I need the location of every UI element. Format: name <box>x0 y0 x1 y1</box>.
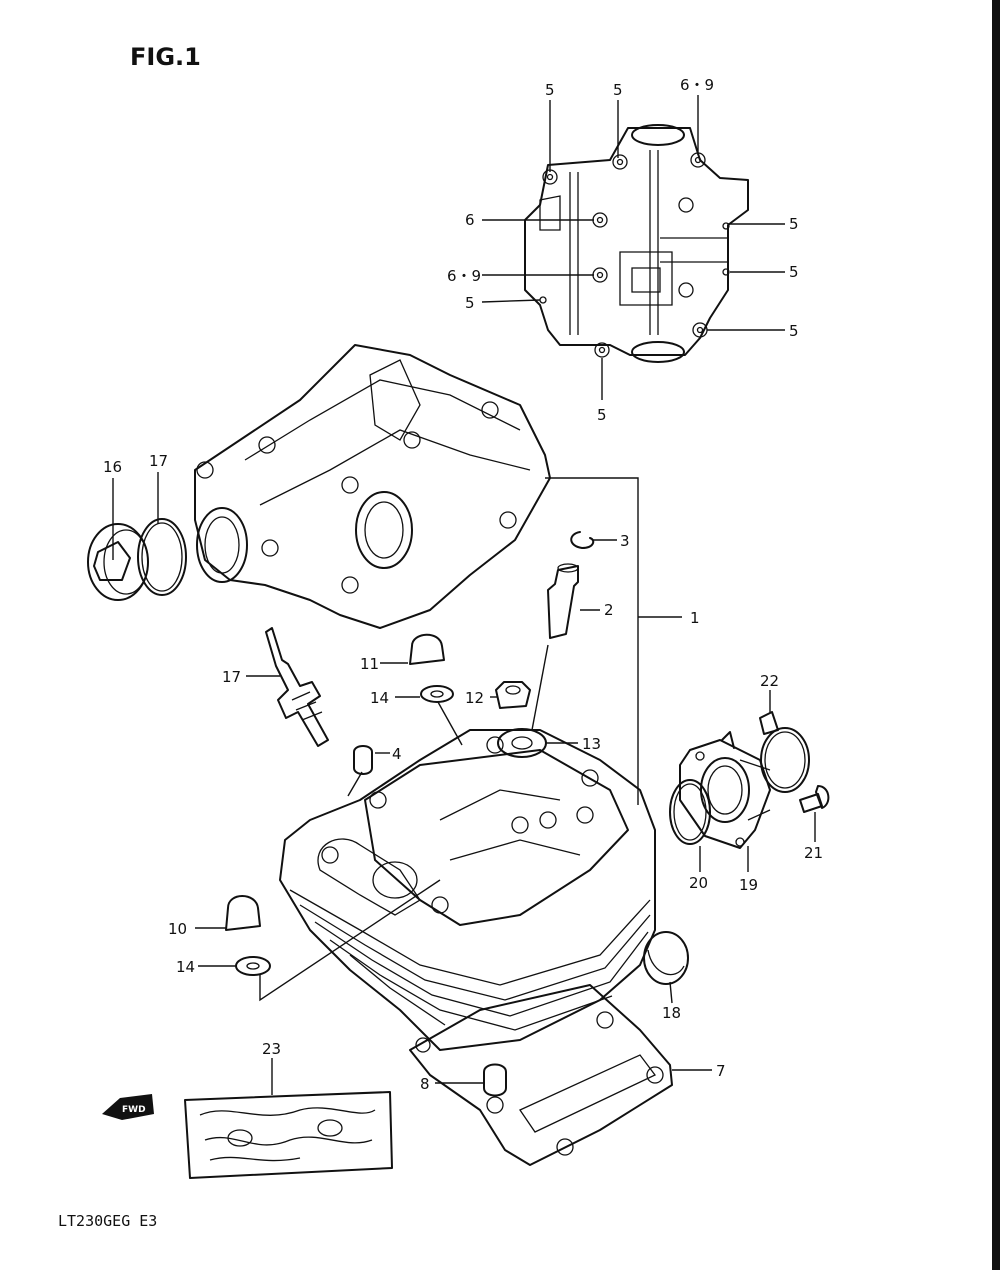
model-code: LT230GEG E3 <box>58 1212 157 1230</box>
o-ring-17 <box>137 518 187 596</box>
callout-4: 4 <box>392 745 402 763</box>
figure-title: FIG.1 <box>130 43 201 71</box>
callout-1: 1 <box>690 609 700 627</box>
callout-6-9-b: 6・9 <box>447 267 481 285</box>
callout-5-a: 5 <box>545 81 555 99</box>
callout-7: 7 <box>716 1062 726 1080</box>
callout-15: 17 <box>222 668 241 686</box>
callout-5-e: 5 <box>789 263 799 281</box>
o-ring-20 <box>669 779 711 845</box>
callout-5-f: 5 <box>789 322 799 340</box>
dowel-8 <box>483 1063 507 1097</box>
callout-6: 6 <box>465 211 475 229</box>
cylinder-head <box>279 729 656 1051</box>
callout-5-b: 5 <box>613 81 623 99</box>
callout-20: 20 <box>689 874 708 892</box>
callout-19: 19 <box>739 876 758 894</box>
leader-lines <box>112 95 816 1095</box>
callout-14-upper: 14 <box>370 689 389 707</box>
head-cover-top-view <box>524 124 749 363</box>
callout-11: 11 <box>360 655 379 673</box>
gasket-set-23 <box>184 1091 393 1179</box>
callout-23: 23 <box>262 1040 281 1058</box>
plug-18 <box>643 931 689 985</box>
callout-12: 12 <box>465 689 484 707</box>
scan-edge-bar <box>992 0 1000 1270</box>
callout-21: 21 <box>804 844 823 862</box>
callout-6-9-a: 6・9 <box>680 76 714 94</box>
cap-nut-11 <box>409 633 445 665</box>
callout-5-c: 5 <box>465 294 475 312</box>
cap-16 <box>87 523 149 601</box>
intake-pipe-19 <box>679 731 771 849</box>
callout-5-g: 5 <box>597 406 607 424</box>
screw-21 <box>799 785 830 813</box>
circlip-3 <box>570 531 595 549</box>
callout-16: 16 <box>103 458 122 476</box>
cylinder-head-cover <box>194 344 551 629</box>
fwd-label: FWD <box>122 1105 146 1115</box>
callout-2: 2 <box>604 601 614 619</box>
callout-8: 8 <box>420 1075 430 1093</box>
callout-labels: 5 5 6・9 6 6・9 5 5 5 5 5 16 17 3 2 1 11 1… <box>103 76 823 1093</box>
dowel-4 <box>353 745 373 775</box>
washer-14-upper <box>420 685 454 703</box>
nut-12 <box>495 681 531 709</box>
fwd-direction-arrow-icon: FWD <box>102 1094 154 1120</box>
cylinder-head-gasket-7 <box>409 984 673 1166</box>
spark-plug-15 <box>265 627 329 747</box>
washer-14-lower <box>235 956 271 976</box>
callout-10: 10 <box>168 920 187 938</box>
clamp-22 <box>759 711 810 793</box>
callout-3: 3 <box>620 532 630 550</box>
valve-guide-2 <box>547 563 579 639</box>
callout-14-lower: 14 <box>176 958 195 976</box>
callout-22: 22 <box>760 672 779 690</box>
callout-5-d: 5 <box>789 215 799 233</box>
callout-17: 17 <box>149 452 168 470</box>
cap-nut-10 <box>225 895 261 931</box>
callout-13: 13 <box>582 735 601 753</box>
callout-18: 18 <box>662 1004 681 1022</box>
